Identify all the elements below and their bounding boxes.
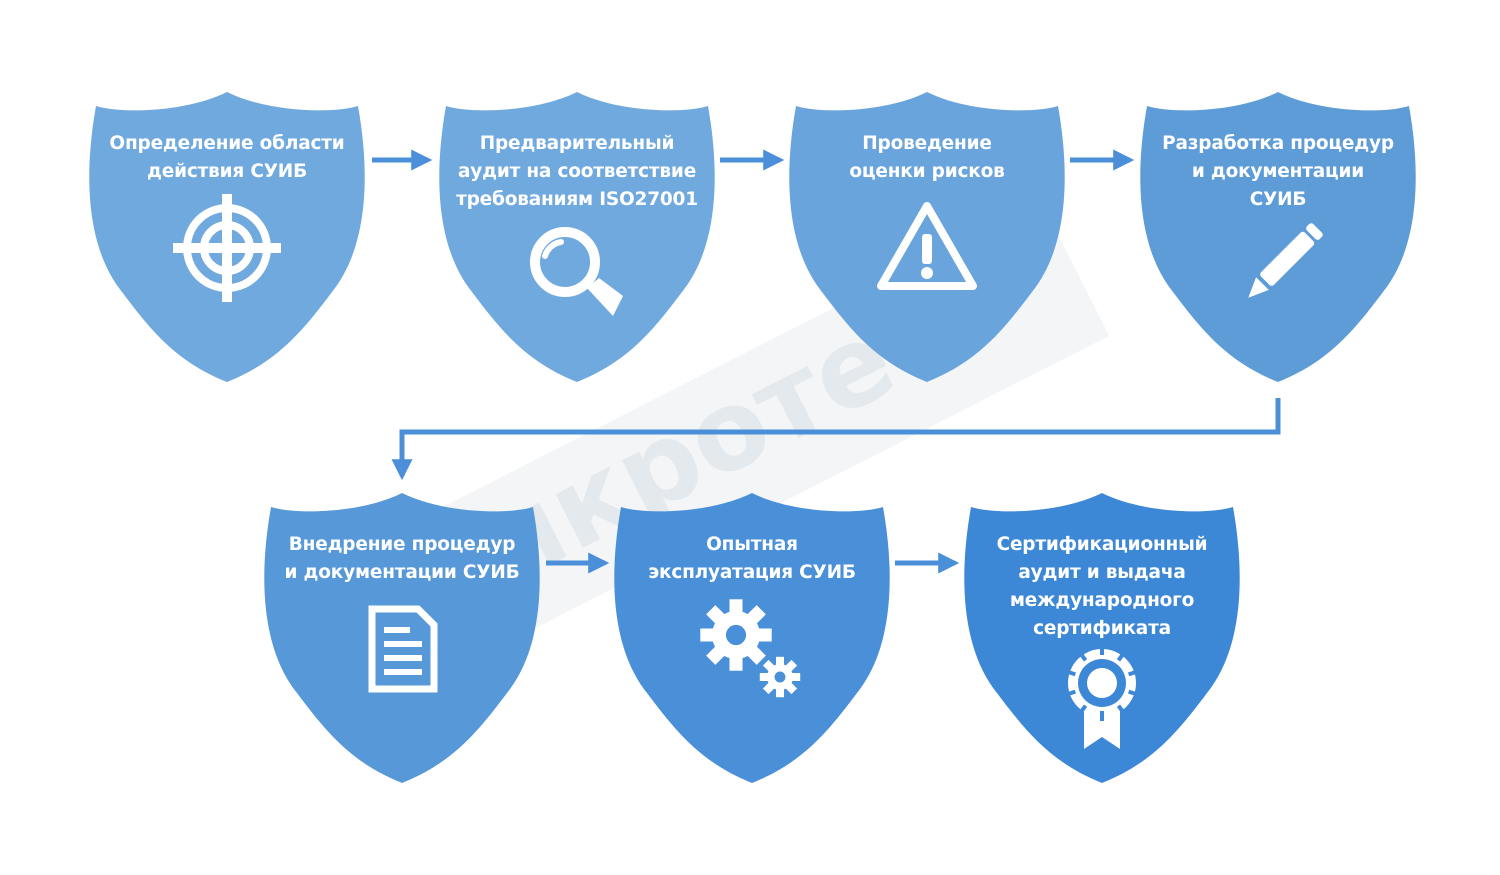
gears-icon	[700, 599, 801, 698]
step-shield-7	[964, 493, 1240, 783]
shield-shape	[964, 493, 1240, 783]
step-shield-1	[89, 92, 365, 382]
step-shield-3	[789, 92, 1065, 382]
step-shield-4	[1140, 92, 1416, 382]
shield-shape	[1140, 92, 1416, 382]
warning-icon	[877, 202, 977, 290]
target-icon	[173, 194, 281, 302]
pencil-icon	[1248, 223, 1323, 298]
connectors	[372, 149, 1281, 574]
magnifier-icon	[530, 227, 623, 316]
document-icon	[368, 605, 438, 693]
arrow-4-5	[391, 398, 1281, 481]
step-shield-6	[614, 493, 890, 783]
step-shield-2	[439, 92, 715, 382]
award-ribbon-icon	[1065, 645, 1139, 749]
shield-shape	[264, 493, 540, 783]
step-shield-5	[264, 493, 540, 783]
